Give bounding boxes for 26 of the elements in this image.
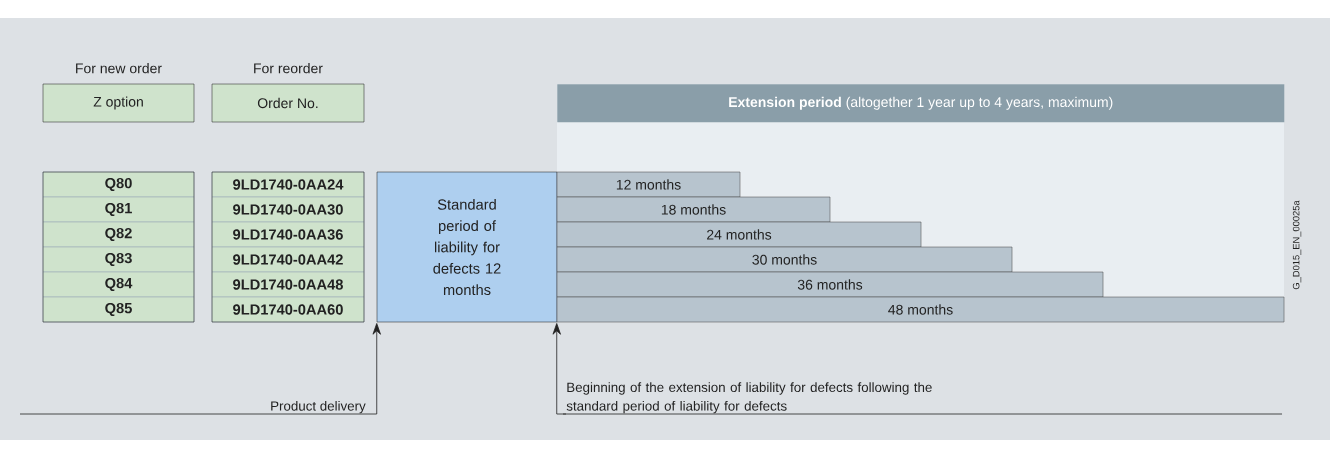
table-cell: Q85: [42, 296, 195, 323]
duration-bar: 24 months: [556, 221, 922, 248]
duration-bar: 18 months: [556, 196, 831, 223]
table-cell: Q82: [42, 221, 195, 248]
table-cell: 9LD1740-0AA60: [211, 296, 365, 323]
note-text: Product delivery: [271, 400, 366, 414]
table-cell: 9LD1740-0AA30: [211, 196, 365, 223]
table-cell: Q83: [42, 246, 195, 273]
duration-bar: 48 months: [556, 296, 1285, 323]
duration-bar: 36 months: [556, 271, 1104, 298]
note-text: Beginning of the extension of liability for defects following the standard period of liability for defects: [566, 382, 932, 414]
column-heading: For new order: [76, 63, 162, 74]
arrow: [365, 323, 381, 415]
standard-period-box: Standard period of liability for defects 12 months: [376, 171, 558, 323]
table-cell: 9LD1740-0AA42: [211, 246, 365, 273]
duration-bar: 30 months: [556, 246, 1013, 273]
column-heading: For reorder: [254, 63, 323, 74]
column-header-box: Z option: [42, 83, 195, 123]
column-header-box: Order No.: [211, 83, 365, 123]
figure-code: G_D015_EN_00025a: [1292, 200, 1302, 290]
table-cell: Q81: [42, 196, 195, 223]
table-cell: 9LD1740-0AA36: [211, 221, 365, 248]
table-cell: 9LD1740-0AA48: [211, 271, 365, 298]
arrow: [552, 323, 567, 415]
duration-bar: 12 months: [556, 171, 741, 198]
table-cell: Q84: [42, 271, 195, 298]
